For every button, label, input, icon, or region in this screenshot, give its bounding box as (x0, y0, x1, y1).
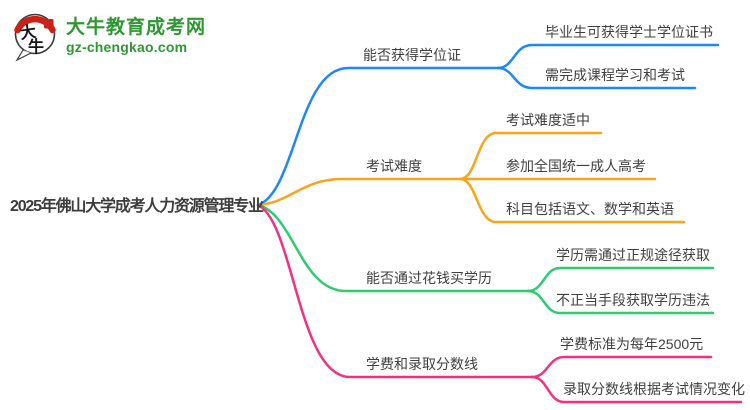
logo-char-bottom: 牛 (28, 37, 44, 56)
leaf-line-difficulty-3 (458, 177, 686, 224)
leaf-degree-2: 需完成课程学习和考试 (545, 67, 685, 83)
site-logo[interactable]: 大 牛 大牛教育成考网 gz-chengkao.com (13, 10, 206, 62)
branch-label-difficulty: 考试难度 (366, 158, 422, 174)
central-topic: 2025年佛山大学成考人力资源管理专业 (10, 198, 264, 215)
branch-label-tuition: 学费和录取分数线 (366, 356, 478, 372)
leaf-line-buy-diploma-2 (526, 289, 715, 315)
leaf-degree-1: 毕业生可获得学士学位证书 (545, 24, 713, 40)
leaf-line-buy-diploma-1 (526, 266, 715, 293)
branch-line-difficulty (256, 177, 462, 207)
leaf-line-degree-2 (496, 66, 697, 90)
leaf-difficulty-3: 科目包括语文、数学和英语 (506, 201, 674, 217)
daniu-logo-icon: 大 牛 (14, 13, 56, 62)
branch-line-tuition (256, 203, 534, 379)
leaf-tuition-1: 学费标准为每年2500元 (560, 336, 704, 352)
leaf-line-tuition-2 (530, 375, 743, 404)
branch-line-buy-diploma (256, 203, 530, 293)
leaf-difficulty-2: 参加全国统一成人高考 (506, 158, 646, 174)
site-url: gz-chengkao.com (66, 38, 188, 55)
leaf-buy-diploma-2: 不正当手段获取学历违法 (556, 292, 710, 308)
leaf-tuition-2: 录取分数线根据考试情况变化 (563, 381, 745, 397)
branch-label-degree: 能否获得学位证 (363, 47, 461, 63)
leaf-line-difficulty-1 (458, 131, 603, 181)
leaf-difficulty-1: 考试难度适中 (506, 112, 590, 128)
logo-text-block: 大牛教育成考网 gz-chengkao.com (66, 16, 207, 55)
leaf-buy-diploma-1: 学历需通过正规途径获取 (556, 247, 710, 263)
branch-label-buy-diploma: 能否通过花钱买学历 (366, 270, 492, 286)
site-name: 大牛教育成考网 (66, 16, 207, 38)
logo-char-top: 大 (19, 22, 38, 43)
logo-seal (44, 19, 54, 29)
leaf-line-degree-1 (496, 43, 720, 70)
branch-line-degree (256, 66, 500, 207)
leaf-line-tuition-1 (530, 355, 713, 379)
